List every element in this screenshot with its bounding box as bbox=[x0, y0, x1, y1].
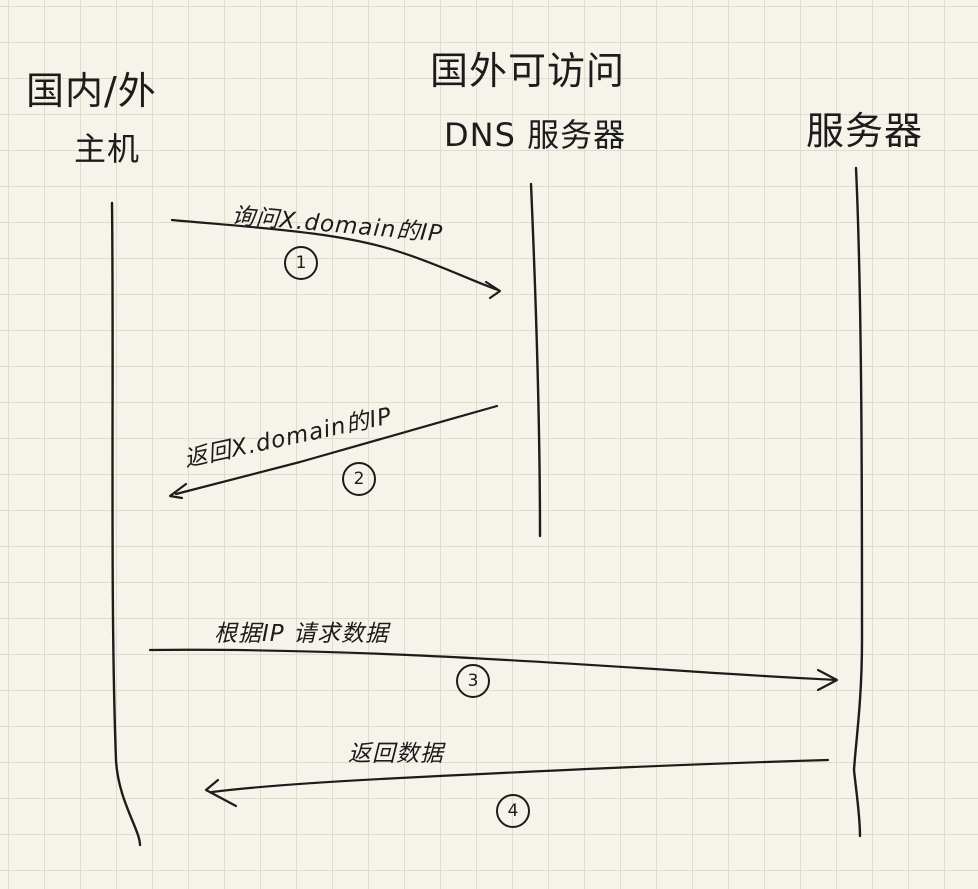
arrow-3-line bbox=[148, 648, 838, 682]
dns-subtitle: DNS 服务器 bbox=[444, 116, 627, 154]
message-3-label: 根据IP 请求数据 bbox=[214, 621, 389, 647]
arrow-4-line bbox=[210, 758, 830, 794]
host-lifeline bbox=[110, 201, 142, 847]
step-2-badge: 2 bbox=[342, 462, 376, 496]
arrow-2-head bbox=[168, 482, 188, 500]
arrow-4-head bbox=[204, 778, 238, 808]
step-1-badge: 1 bbox=[284, 246, 318, 280]
dns-title: 国外可访问 bbox=[430, 49, 626, 93]
host-subtitle: 主机 bbox=[74, 130, 141, 168]
step-3-badge: 3 bbox=[456, 664, 490, 698]
dns-lifeline bbox=[529, 182, 542, 538]
server-lifeline bbox=[852, 166, 864, 838]
message-4-label: 返回数据 bbox=[348, 741, 444, 767]
step-4-badge: 4 bbox=[496, 794, 530, 828]
server-title: 服务器 bbox=[806, 109, 924, 153]
arrow-1-head bbox=[484, 280, 502, 300]
host-title: 国内/外 bbox=[26, 69, 157, 113]
arrow-3-head bbox=[816, 668, 839, 692]
arrow-1-line bbox=[170, 218, 500, 292]
arrow-2-line bbox=[174, 404, 499, 496]
